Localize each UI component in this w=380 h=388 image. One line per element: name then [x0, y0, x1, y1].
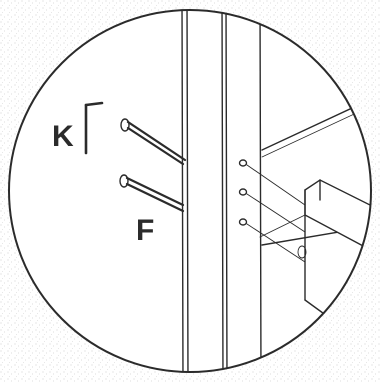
post-holes	[238, 159, 248, 226]
magnifier-fill	[9, 10, 371, 372]
label-hex-key: K	[52, 120, 74, 153]
magnifier-outline	[8, 9, 372, 373]
vertical-post	[181, 10, 262, 372]
lower-bolt-icon	[119, 174, 185, 213]
upper-bolt-icon	[120, 118, 187, 166]
hex-key-icon	[84, 101, 104, 155]
alignment-lines	[246, 164, 307, 263]
label-bolt: F	[136, 214, 154, 247]
